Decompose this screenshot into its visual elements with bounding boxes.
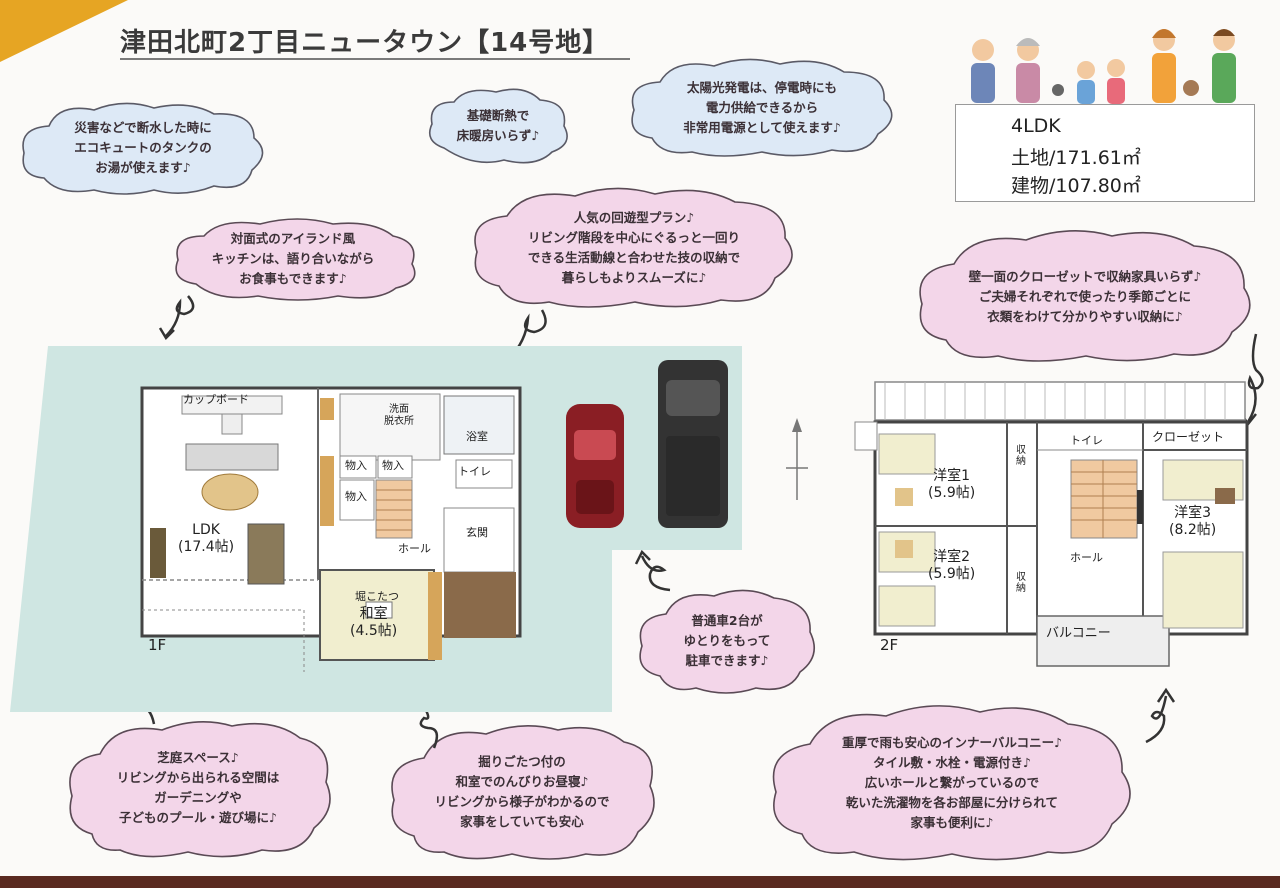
cloud-kitchen: 対面式のアイランド風 キッチンは、語り合いながら お食事もできます♪ bbox=[168, 218, 418, 301]
toilet-label: トイレ bbox=[458, 465, 491, 478]
cloud-ecocute: 災害などで断水した時に エコキュートのタンクの お湯が使えます♪ bbox=[14, 98, 272, 198]
cloud-parking: 普通車2台が ゆとりをもって 駐車できます♪ bbox=[634, 586, 820, 696]
horigotatsu-label: 堀こたつ bbox=[355, 590, 399, 603]
balcony-label: バルコニー bbox=[1046, 626, 1111, 641]
floor2-label: 2F bbox=[880, 636, 899, 654]
curl-arrow-icon bbox=[634, 549, 671, 592]
page-title: 津田北町2丁目ニュータウン【14号地】 bbox=[120, 28, 610, 58]
north-arrow-icon bbox=[786, 418, 808, 500]
header-accent-triangle bbox=[0, 0, 128, 62]
title-underline bbox=[120, 58, 630, 60]
room2-label: 洋室2 (5.9帖) bbox=[928, 549, 976, 582]
floor1-plan bbox=[10, 346, 742, 712]
cloud-closet: 壁一面のクローゼットで収納家具いらず♪ ご夫婦それぞれで使ったり季節ごとに 衣類… bbox=[910, 228, 1260, 366]
footer-bar bbox=[0, 876, 1280, 888]
storage-a-label: 収納 bbox=[1016, 445, 1026, 467]
toilet2-label: トイレ bbox=[1070, 434, 1103, 447]
cloud-washitsu: 掘りごたつ付の 和室でのんびりお昼寝♪ リビングから様子がわかるので 家事をして… bbox=[384, 722, 660, 862]
senmen-label: 洗面 脱衣所 bbox=[384, 404, 414, 427]
cloud-insulation: 基礎断熱で 床暖房いらず♪ bbox=[424, 86, 572, 166]
storage3-label: 物入 bbox=[345, 490, 367, 503]
entrance-label: 玄関 bbox=[466, 526, 488, 539]
land-area: 土地/171.61㎡ bbox=[1011, 147, 1141, 169]
floor2-plan bbox=[854, 381, 1249, 667]
bath-label: 浴室 bbox=[466, 430, 488, 443]
storage1-label: 物入 bbox=[345, 459, 367, 472]
property-info-box: 4LDK 土地/171.61㎡ 建物/107.80㎡ bbox=[955, 104, 1255, 202]
floor1-label: 1F bbox=[148, 636, 167, 654]
cloud-solar: 太陽光発電は、停電時にも 電力供給できるから 非常用電源として使えます♪ bbox=[622, 56, 902, 160]
building-area: 建物/107.80㎡ bbox=[1011, 175, 1141, 197]
cloud-lawn: 芝庭スペース♪ リビングから出られる空間は ガーデニングや 子どものプール・遊び… bbox=[62, 716, 334, 860]
hall2-label: ホール bbox=[1070, 551, 1103, 564]
storage2-label: 物入 bbox=[382, 459, 404, 472]
cloud-plan: 人気の回遊型プラン♪ リビング階段を中心にぐるっと一回り できる生活動線と合わせ… bbox=[465, 186, 803, 310]
hall-label: ホール bbox=[398, 542, 431, 555]
layout-type: 4LDK bbox=[1011, 115, 1061, 137]
family-illustration bbox=[971, 29, 1236, 104]
cupboard-label: カップボード bbox=[183, 393, 249, 406]
curl-arrow-icon bbox=[1145, 687, 1176, 744]
cloud-balcony: 重厚で雨も安心のインナーバルコニー♪ タイル敷・水栓・電源付き♪ 広いホールと繋… bbox=[762, 702, 1142, 864]
washitsu-label: 和室 (4.5帖) bbox=[350, 606, 398, 639]
room3-label: 洋室3 (8.2帖) bbox=[1169, 505, 1217, 538]
storage-b-label: 収納 bbox=[1016, 572, 1026, 594]
closet-label: クローゼット bbox=[1152, 430, 1225, 444]
room1-label: 洋室1 (5.9帖) bbox=[928, 468, 976, 501]
ldk-label: LDK (17.4帖) bbox=[178, 522, 235, 555]
curl-arrow-icon bbox=[158, 295, 195, 341]
